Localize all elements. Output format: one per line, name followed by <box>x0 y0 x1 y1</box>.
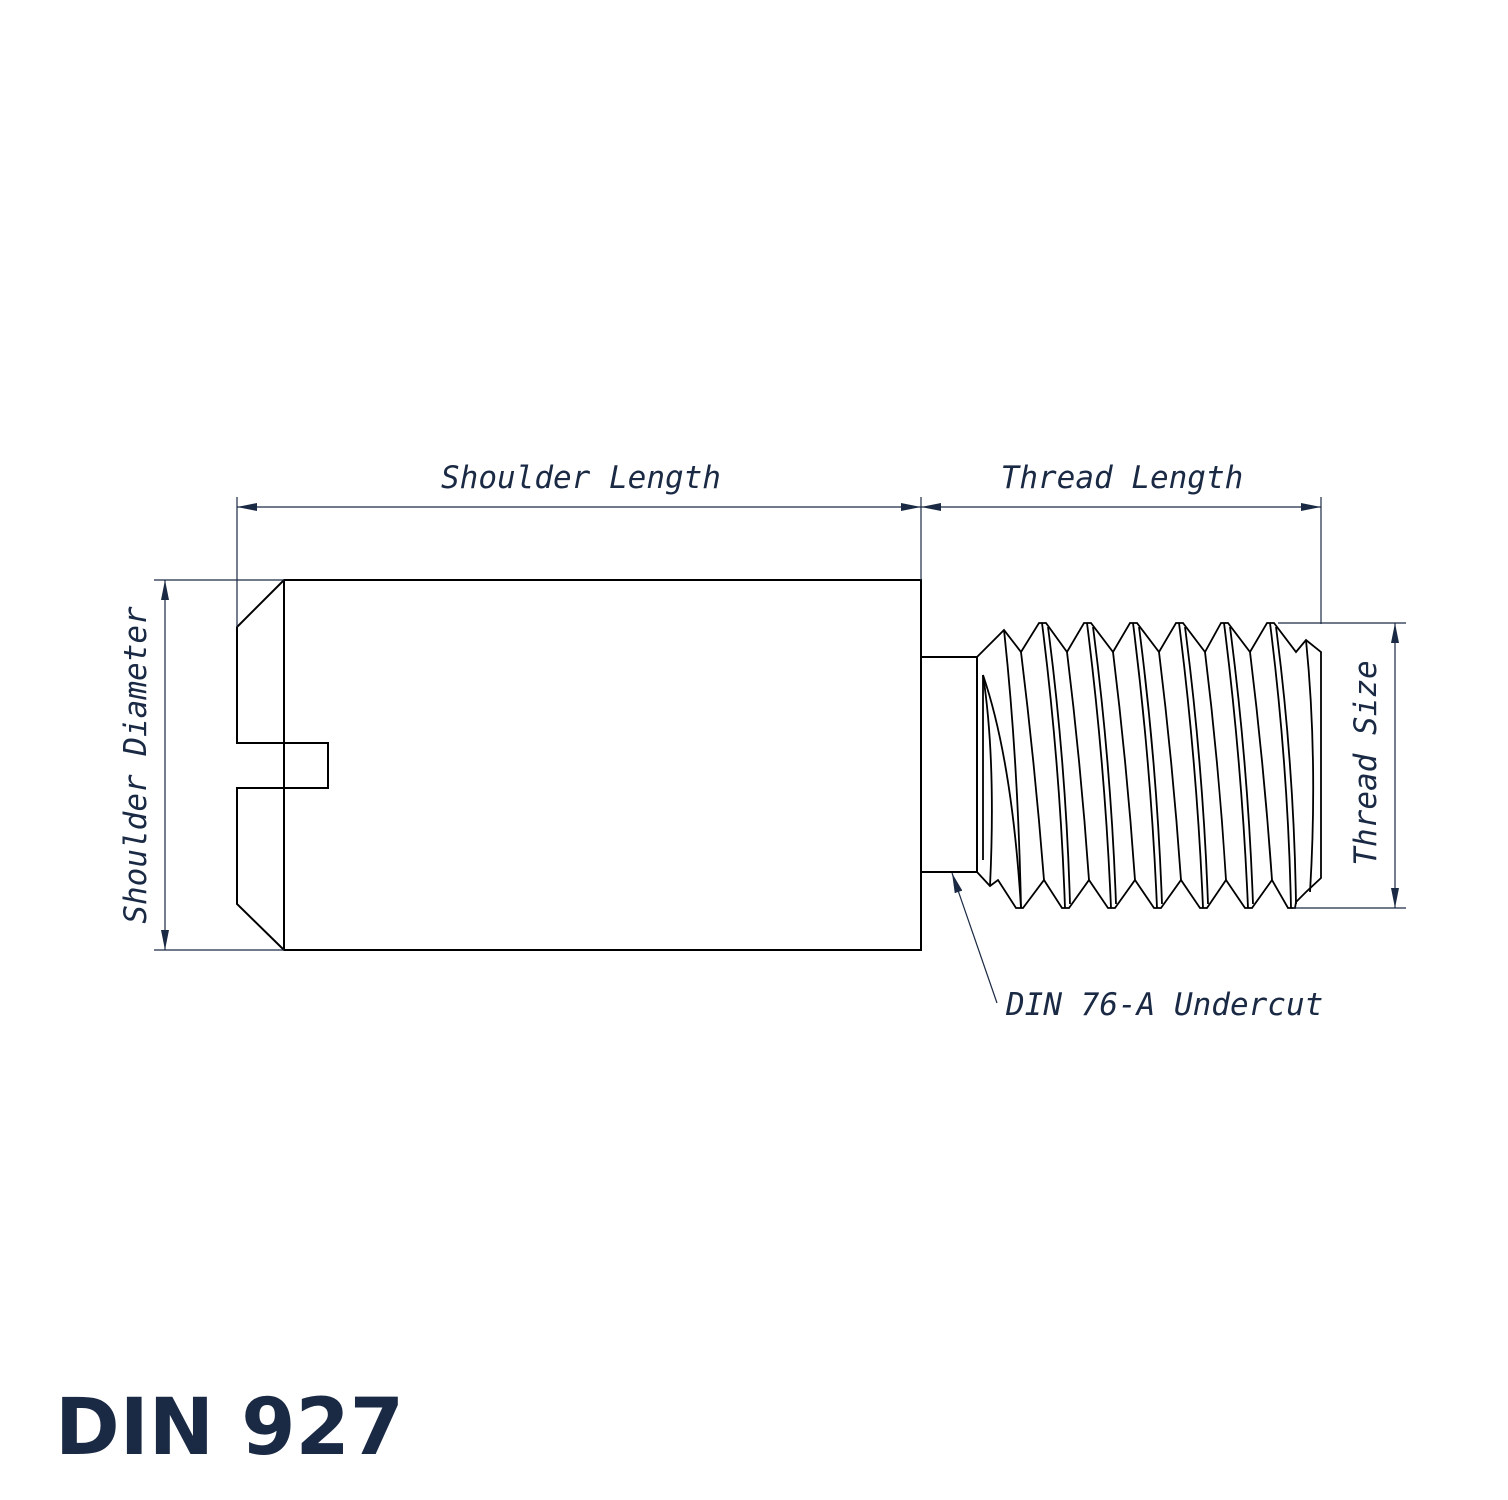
undercut-leader-line <box>951 872 998 1004</box>
thread-crest-line <box>1229 626 1254 905</box>
thread-crest-line <box>1269 622 1292 909</box>
thread-root-line <box>1112 651 1136 881</box>
shoulder-outline <box>236 579 922 951</box>
undercut-neck <box>921 656 978 873</box>
undercut-label: DIN 76-A Undercut <box>1005 987 1323 1023</box>
thread-root-line <box>1204 651 1227 881</box>
thread-section <box>976 622 1322 909</box>
thread-crest-line <box>1178 622 1204 909</box>
thread-start-line <box>1003 629 1022 909</box>
shoulder-diameter-dimension <box>154 579 284 951</box>
thread-crest-line <box>1086 622 1112 909</box>
thread-crest-line <box>1275 626 1297 905</box>
standard-title: DIN 927 <box>55 1383 404 1473</box>
thread-end-line <box>1305 639 1315 893</box>
screw-head-and-shoulder <box>236 579 922 951</box>
shoulder-diameter-label: Shoulder Diameter <box>118 606 154 924</box>
thread-crest-line <box>1041 622 1066 909</box>
thread-crest-line <box>1184 626 1209 905</box>
thread-length-label: Thread Length <box>1001 460 1244 496</box>
thread-crest-line <box>1092 626 1117 905</box>
thread-root-line <box>1158 651 1182 881</box>
thread-size-dimension <box>1278 622 1406 909</box>
thread-start-line <box>982 674 993 887</box>
thread-profile-outline <box>976 622 1322 909</box>
thread-crest-line <box>1138 626 1163 905</box>
thread-root-line <box>1020 651 1045 881</box>
thread-crest-line <box>1223 622 1249 909</box>
thread-crest-line <box>1132 622 1158 909</box>
thread-crest-line <box>1047 626 1071 905</box>
thread-size-label: Thread Size <box>1348 660 1384 865</box>
undercut-leader <box>951 872 998 1004</box>
thread-length-dimension <box>921 497 1322 624</box>
thread-root-line <box>1249 651 1273 881</box>
thread-start-line <box>982 674 1022 909</box>
shoulder-length-label: Shoulder Length <box>441 460 721 496</box>
thread-root-line <box>1066 651 1090 881</box>
shoulder-length-dimension <box>236 497 922 627</box>
